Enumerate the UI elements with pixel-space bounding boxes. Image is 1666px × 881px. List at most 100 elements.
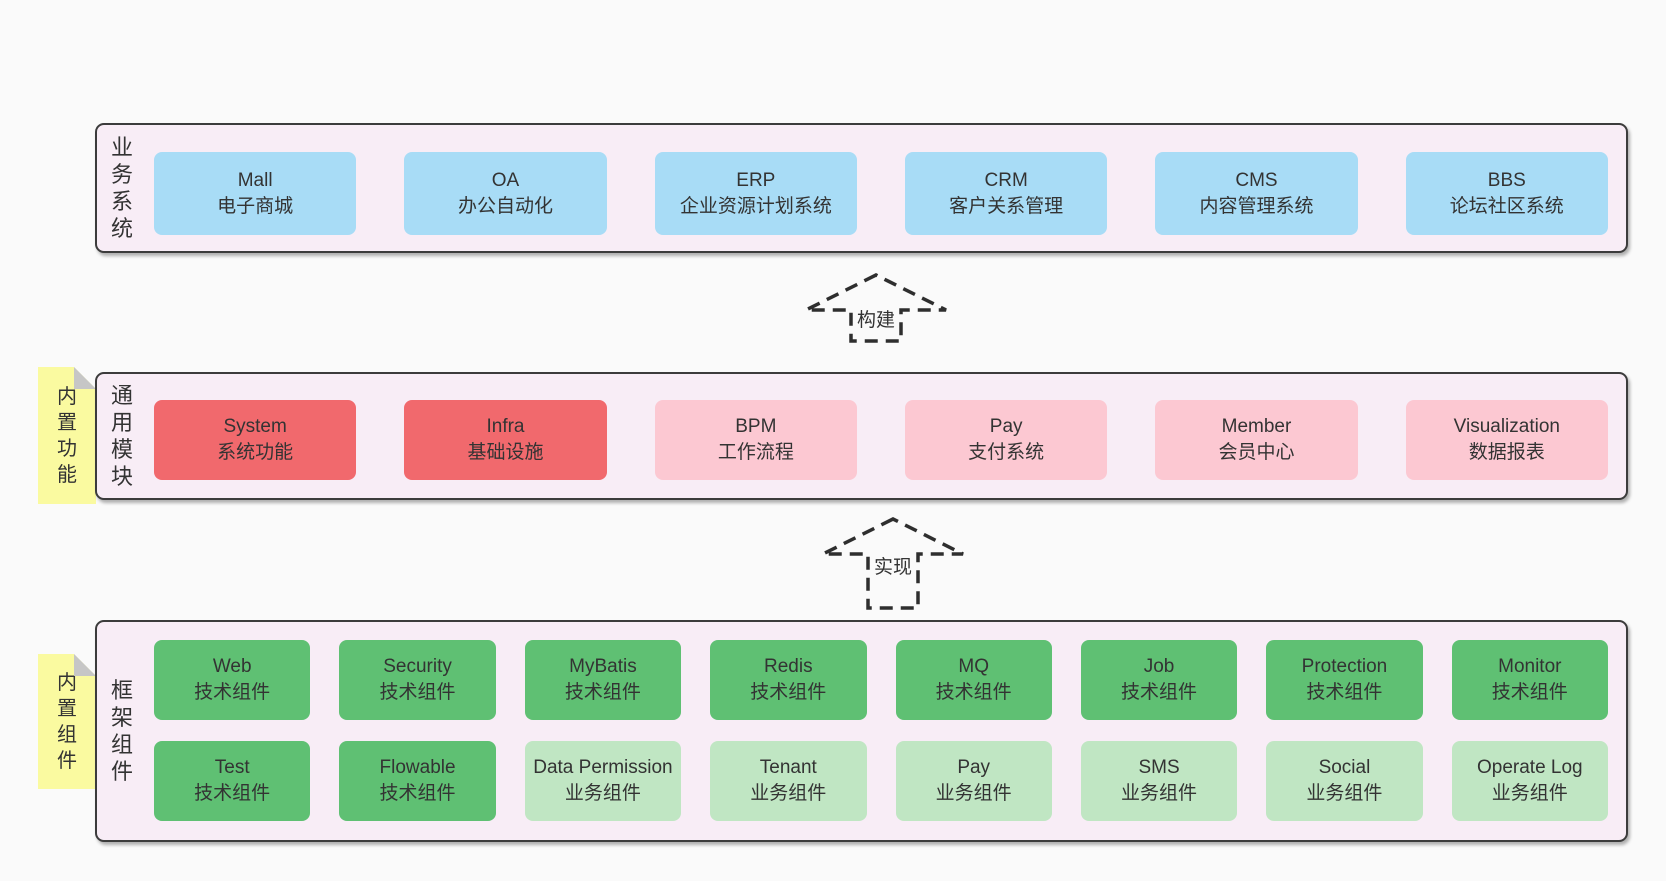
box-name: Flowable (379, 757, 456, 778)
box-subtitle: 业务组件 (1121, 783, 1198, 804)
box-subtitle: 电子商城 (217, 195, 294, 217)
implement-arrow-label: 实现 (870, 555, 916, 581)
box-erp: ERP 企业资源计划系统 (654, 152, 857, 235)
box-subtitle: 业务组件 (1306, 783, 1383, 804)
box-subtitle: 会员中心 (1218, 442, 1295, 463)
box-cms: CMS 内容管理系统 (1155, 152, 1358, 235)
box-sms: SMS 业务组件 (1080, 741, 1238, 821)
box-name: Test (214, 757, 250, 778)
box-subtitle: 业务组件 (564, 783, 641, 804)
box-name: BBS (1487, 169, 1526, 191)
box-subtitle: 企业资源计划系统 (679, 195, 832, 217)
box-monitor: Monitor 技术组件 (1451, 640, 1608, 720)
box-subtitle: 业务组件 (1491, 783, 1568, 804)
build-arrow-label: 构建 (853, 308, 899, 334)
box-subtitle: 技术组件 (379, 682, 456, 703)
box-data-permission: Data Permission 业务组件 (524, 741, 682, 821)
box-system: System 系统功能 (154, 400, 357, 480)
box-visualization: Visualization 数据报表 (1405, 400, 1608, 480)
box-web: Web 技术组件 (154, 640, 311, 720)
framework-components-panel: 框架组件 Web 技术组件 Security 技术组件 MyBatis 技术组件 Redis… (95, 620, 1628, 842)
box-name: Member (1221, 416, 1292, 437)
box-subtitle: 技术组件 (1491, 682, 1568, 703)
box-security: Security 技术组件 (339, 640, 496, 720)
box-subtitle: 技术组件 (750, 682, 827, 703)
box-name: Data Permission (533, 757, 673, 778)
panel-side-label: 通用模块 (110, 383, 133, 489)
box-name: Visualization (1453, 416, 1560, 437)
box-name: SMS (1138, 757, 1180, 778)
box-name: Security (383, 656, 452, 677)
box-name: BPM (735, 416, 777, 437)
box-name: Protection (1301, 656, 1388, 677)
box-member: Member 会员中心 (1155, 400, 1358, 480)
panel-side-label: 框架组件 (110, 678, 133, 784)
box-tenant: Tenant 业务组件 (710, 741, 867, 821)
box-protection: Protection 技术组件 (1266, 640, 1423, 720)
build-arrow: 构建 (801, 272, 951, 344)
box-subtitle: 技术组件 (935, 682, 1012, 703)
box-subtitle: 工作流程 (717, 442, 794, 463)
box-name: ERP (736, 169, 776, 191)
box-pay: Pay 支付系统 (904, 400, 1108, 480)
common-modules-panel: 通用模块 System 系统功能 Infra 基础设施 BPM 工作流程 Pay 支付系统 Me… (95, 372, 1628, 500)
box-name: Pay (957, 757, 991, 778)
box-name: Monitor (1498, 656, 1562, 677)
box-flowable: Flowable 技术组件 (339, 741, 496, 821)
box-subtitle: 数据报表 (1468, 442, 1545, 463)
box-subtitle: 客户关系管理 (949, 195, 1064, 217)
box-name: CRM (984, 169, 1028, 191)
box-name: Web (212, 656, 252, 677)
box-name: Social (1318, 757, 1371, 778)
box-subtitle: 系统功能 (217, 442, 294, 463)
box-name: Job (1143, 656, 1175, 677)
box-job: Job 技术组件 (1080, 640, 1238, 720)
dashed-up-arrow-icon (805, 273, 947, 343)
box-name: OA (491, 169, 520, 191)
box-infra: Infra 基础设施 (404, 400, 607, 480)
box-name: MyBatis (569, 656, 637, 677)
box-subtitle: 支付系统 (968, 442, 1045, 463)
box-subtitle: 技术组件 (1306, 682, 1383, 703)
box-subtitle: 论坛社区系统 (1449, 195, 1564, 217)
box-name: Mall (237, 169, 273, 191)
box-social: Social 业务组件 (1266, 741, 1423, 821)
box-name: Tenant (759, 757, 817, 778)
box-name: System (223, 416, 287, 437)
box-mybatis: MyBatis 技术组件 (524, 640, 682, 720)
box-operate-log: Operate Log 业务组件 (1451, 741, 1608, 821)
box-crm: CRM 客户关系管理 (904, 152, 1108, 235)
box-subtitle: 技术组件 (194, 682, 271, 703)
box-subtitle: 业务组件 (750, 783, 827, 804)
box-name: Operate Log (1476, 757, 1583, 778)
sticky-note-label: 内置功能 (57, 385, 77, 486)
box-subtitle: 业务组件 (935, 783, 1012, 804)
sticky-note-builtin-features: 内置功能 (38, 367, 96, 504)
box-subtitle: 内容管理系统 (1199, 195, 1314, 217)
box-name: Pay (989, 416, 1023, 437)
implement-arrow: 实现 (818, 516, 968, 611)
box-name: Redis (764, 656, 813, 677)
folded-corner-icon (74, 367, 96, 389)
box-subtitle: 技术组件 (1121, 682, 1198, 703)
box-name: Infra (486, 416, 525, 437)
box-pay: Pay 业务组件 (895, 741, 1052, 821)
box-mall: Mall 电子商城 (154, 152, 357, 235)
box-name: CMS (1235, 169, 1278, 191)
box-subtitle: 基础设施 (467, 442, 544, 463)
box-subtitle: 技术组件 (379, 783, 456, 804)
folded-corner-icon (74, 654, 96, 676)
box-oa: OA 办公自动化 (404, 152, 607, 235)
box-subtitle: 技术组件 (564, 682, 641, 703)
box-subtitle: 办公自动化 (457, 195, 553, 217)
sticky-note-label: 内置组件 (57, 671, 77, 772)
common-modules-box-row: System 系统功能 Infra 基础设施 BPM 工作流程 Pay 支付系统 Member 会… (154, 400, 1608, 480)
box-bpm: BPM 工作流程 (654, 400, 857, 480)
